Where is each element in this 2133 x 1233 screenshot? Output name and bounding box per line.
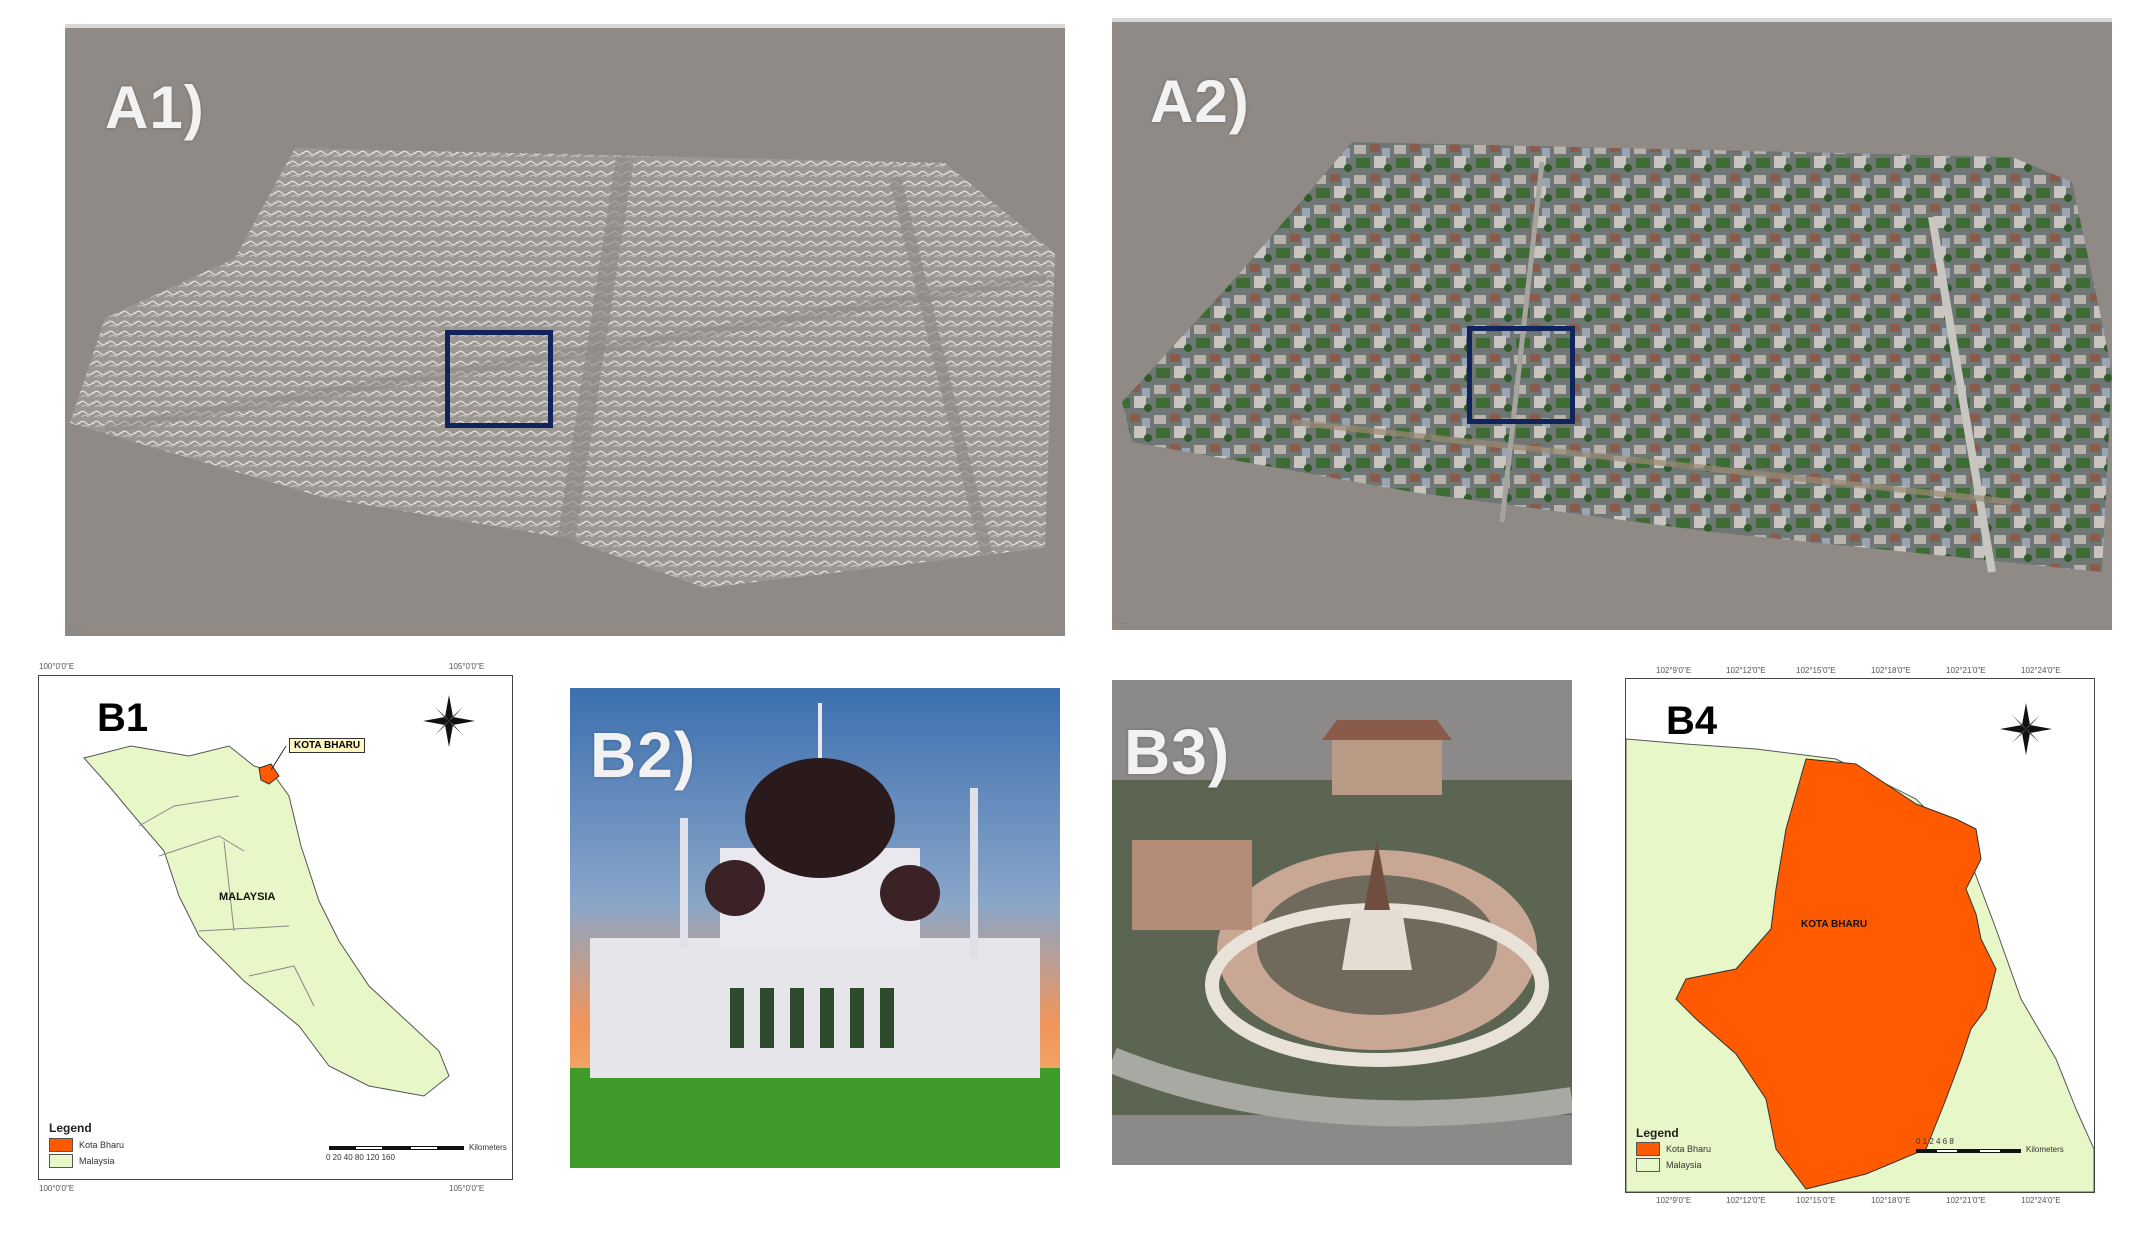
b4-scale-ticks: 0 1 2 4 6 8 (1916, 1137, 1954, 1146)
b4-legend-title: Legend (1636, 1126, 1679, 1140)
panel-a1-point-cloud: A1) · · · (65, 24, 1065, 636)
b1-bottom-coord: 100°0'0"E (39, 1184, 75, 1193)
b1-top-coord: 105°0'0"E (449, 662, 485, 671)
b4-legend-item-kota-bharu: Kota Bharu (1636, 1142, 1711, 1156)
status-text-a1: · · · (69, 625, 82, 634)
north-arrow-icon (423, 695, 475, 747)
b4-scale-unit: Kilometers (2026, 1145, 2064, 1154)
malaysia-label: MALAYSIA (219, 891, 276, 903)
b1-scale-bar (329, 1146, 465, 1150)
kota-bharu-callout: KOTA BHARU (289, 738, 366, 753)
panel-b4-label: B4 (1666, 699, 1718, 743)
panel-b3-label: B3) (1124, 716, 1231, 788)
b4-bottom-coord: 102°12'0"E (1726, 1196, 1766, 1205)
b1-scale-ticks: 0 20 40 80 120 160 (326, 1153, 395, 1162)
malaysia-map-graphic (83, 695, 475, 1097)
b1-top-coord: 100°0'0"E (39, 662, 75, 671)
b4-top-coord: 102°9'0"E (1656, 666, 1692, 675)
b4-top-coord: 102°18'0"E (1871, 666, 1911, 675)
panel-b3-fortress-photo: B3) (1112, 680, 1572, 1165)
legend-swatch (49, 1138, 73, 1152)
legend-swatch (49, 1154, 73, 1168)
panel-a1-label: A1) (105, 74, 205, 141)
fortress-photo-image (1112, 720, 1572, 1127)
legend-label: Malaysia (1666, 1160, 1702, 1170)
legend-swatch (1636, 1158, 1660, 1172)
panel-b1-label: B1 (97, 696, 149, 740)
b4-bottom-coord: 102°9'0"E (1656, 1196, 1692, 1205)
b1-legend-item-malaysia: Malaysia (49, 1154, 115, 1168)
north-arrow-icon (2000, 703, 2052, 755)
b1-scale-unit: Kilometers (469, 1143, 507, 1152)
b1-legend-title: Legend (49, 1121, 92, 1135)
b4-top-coord: 102°24'0"E (2021, 666, 2061, 675)
panel-b2-label: B2) (590, 719, 697, 791)
b4-legend-item-malaysia: Malaysia (1636, 1158, 1702, 1172)
panel-b2-mosque-photo: B2) (570, 688, 1060, 1168)
panel-a2-3d-model: A2) · · · (1112, 18, 2112, 630)
kota-bharu-map-graphic (1626, 703, 2094, 1192)
b4-bottom-coord: 102°24'0"E (2021, 1196, 2061, 1205)
legend-label: Malaysia (79, 1156, 115, 1166)
legend-swatch (1636, 1142, 1660, 1156)
panel-a2-label: A2) (1150, 68, 1250, 135)
b4-scale-bar (1916, 1149, 2022, 1153)
3d-city-model-image (1122, 142, 2112, 573)
b4-bottom-coord: 102°21'0"E (1946, 1196, 1986, 1205)
b4-top-coord: 102°21'0"E (1946, 666, 1986, 675)
b4-top-coord: 102°15'0"E (1796, 666, 1836, 675)
legend-label: Kota Bharu (1666, 1144, 1712, 1154)
panel-b1-malaysia-map: 100°0'0"E 105°0'0"E 100°0'0"E 105°0'0"E … (38, 662, 513, 1193)
b1-bottom-coord: 105°0'0"E (449, 1184, 485, 1193)
point-cloud-image (70, 148, 1055, 590)
kota-bharu-label: KOTA BHARU (1801, 919, 1868, 930)
status-text-a2: · · · (1116, 619, 1129, 628)
b4-bottom-coord: 102°15'0"E (1796, 1196, 1836, 1205)
b1-legend-item-kota-bharu: Kota Bharu (49, 1138, 124, 1152)
panel-b4-kota-bharu-map: 102°9'0"E 102°12'0"E 102°15'0"E 102°18'0… (1625, 666, 2095, 1205)
b4-top-coord: 102°12'0"E (1726, 666, 1766, 675)
area-highlight-box-a1 (445, 330, 553, 428)
mosque-photo-image (570, 688, 1060, 1168)
legend-label: Kota Bharu (79, 1140, 125, 1150)
b4-bottom-coord: 102°18'0"E (1871, 1196, 1911, 1205)
area-highlight-box-a2 (1467, 326, 1575, 424)
